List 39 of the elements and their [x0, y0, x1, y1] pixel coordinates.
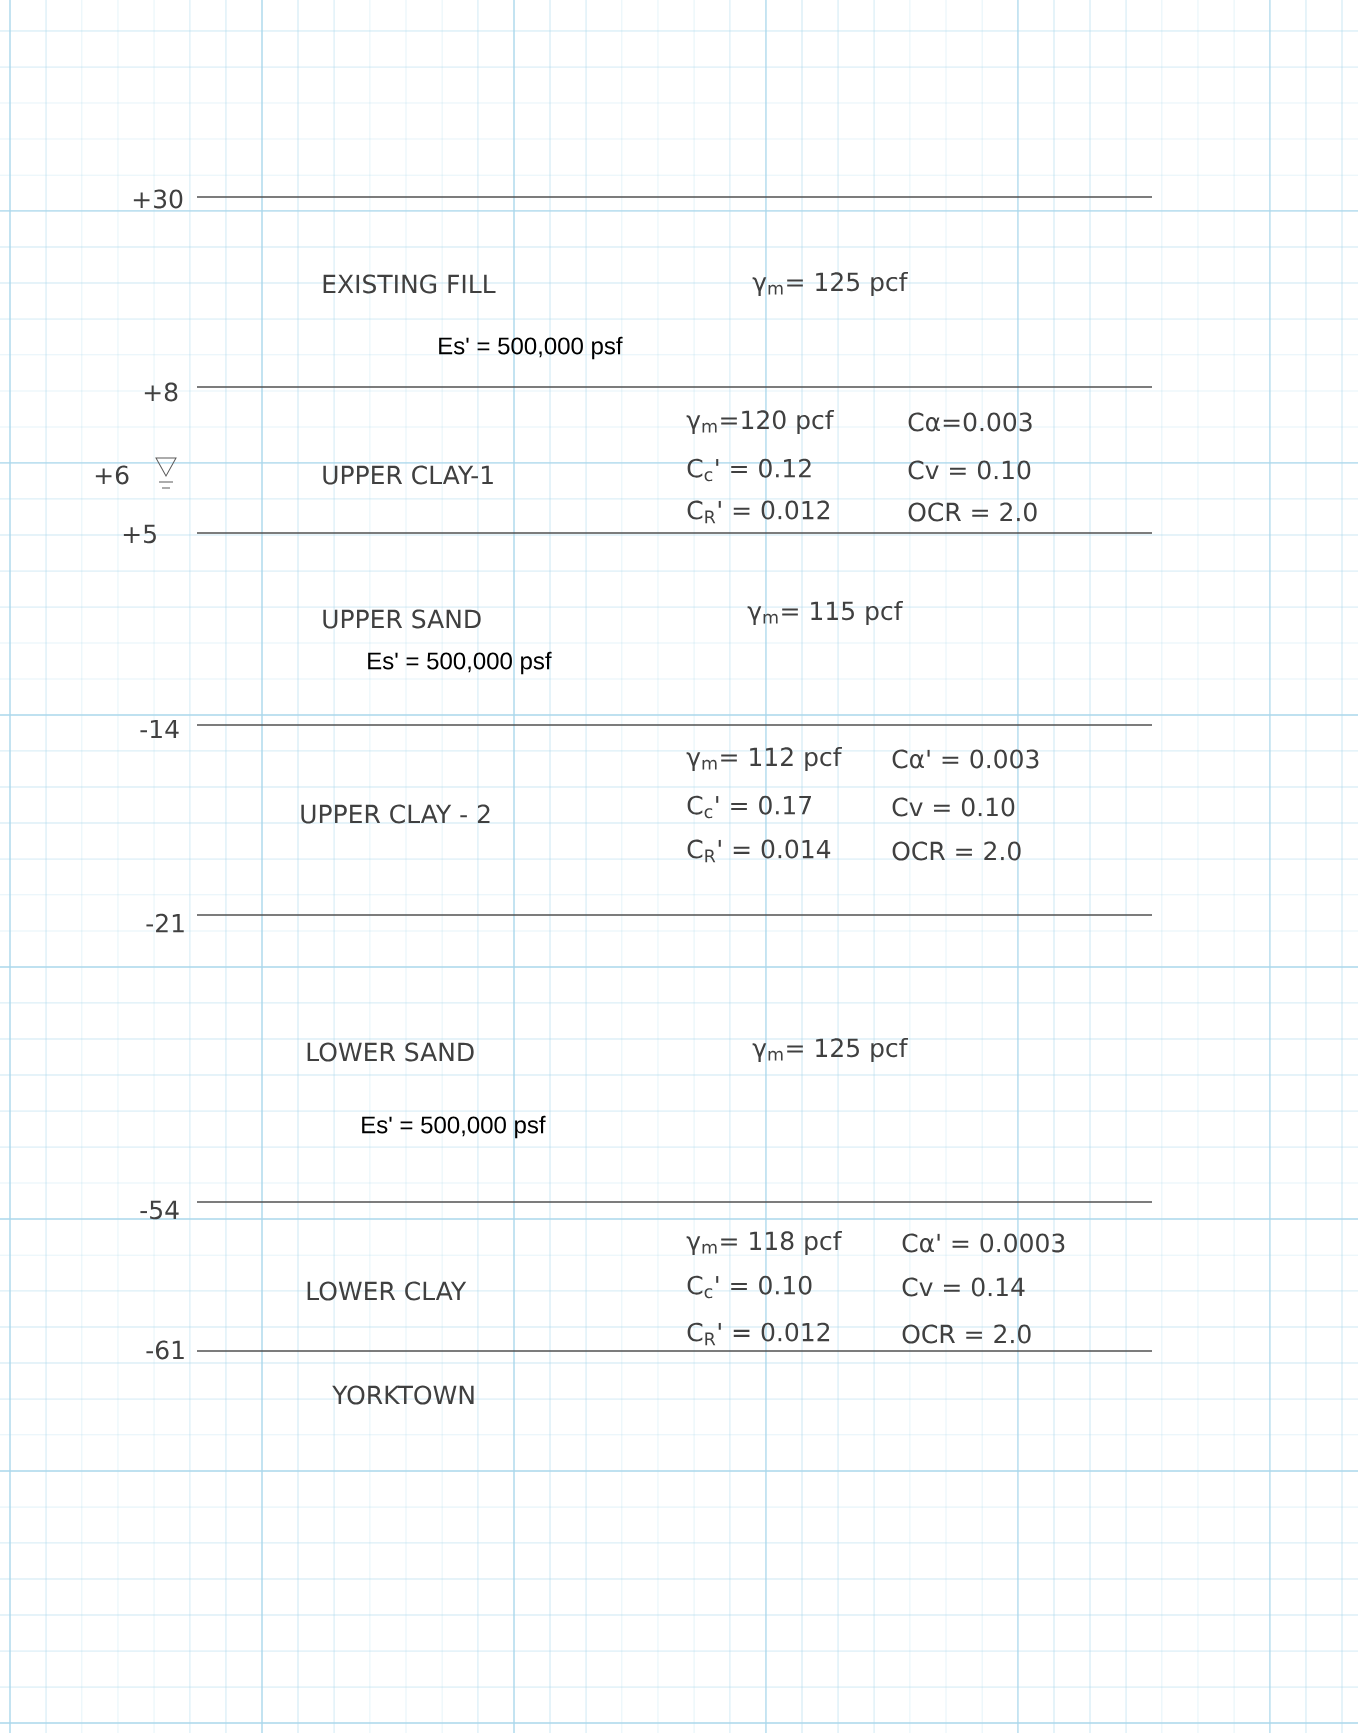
- modulus-label: Es' = 500,000 psf: [368, 651, 552, 675]
- handwritten-label: γ$_{m}$= 118 pcf: [686, 1230, 842, 1256]
- handwritten-label: C$_{R}$' = 0.012: [687, 500, 830, 524]
- handwritten-label: YORKTOWN: [332, 1385, 474, 1405]
- handwritten-label: C$_{c}$' = 0.10: [687, 1275, 812, 1299]
- elevation-label: -14: [140, 719, 179, 739]
- handwritten-label: LOWER CLAY: [307, 1281, 467, 1301]
- handwritten-label: LOWER SAND: [307, 1042, 474, 1062]
- handwritten-label: C$_{R}$' = 0.014: [687, 839, 831, 863]
- handwritten-label: γ$_{m}$=120 pcf: [686, 409, 835, 435]
- handwritten-label: UPPER SAND: [323, 609, 481, 629]
- elevation-label: +8: [144, 382, 178, 402]
- handwritten-label: Cv = 0.10: [908, 460, 1031, 480]
- handwritten-label: OCR = 2.0: [902, 1324, 1031, 1344]
- elevation-label: -54: [140, 1200, 179, 1220]
- handwritten-label: UPPER CLAY-1: [323, 465, 493, 485]
- handwritten-label: Cv = 0.14: [902, 1277, 1025, 1297]
- handwritten-label: C$_{c}$' = 0.17: [687, 795, 811, 819]
- handwritten-label: Cα' = 0.003: [892, 749, 1039, 769]
- handwritten-label: C$_{R}$' = 0.012: [687, 1322, 830, 1346]
- elevation-label: +30: [133, 189, 183, 209]
- handwritten-label: OCR = 2.0: [892, 841, 1021, 861]
- elevation-label: +6: [95, 465, 129, 485]
- handwritten-label: γ$_{m}$= 125 pcf: [752, 271, 908, 297]
- modulus-label: Es' = 500,000 psf: [439, 336, 623, 360]
- elevation-label: -61: [146, 1340, 184, 1360]
- handwritten-label: γ$_{m}$= 112 pcf: [686, 746, 842, 772]
- handwritten-label: γ$_{m}$= 125 pcf: [752, 1037, 908, 1063]
- handwritten-label: OCR = 2.0: [908, 502, 1037, 522]
- handwritten-label: γ$_{m}$= 115 pcf: [747, 600, 903, 626]
- handwritten-label: C$_{c}$' = 0.12: [687, 458, 811, 482]
- elevation-label: +5: [123, 524, 156, 544]
- handwritten-label: Cα=0.003: [908, 412, 1032, 432]
- handwritten-label: Cv = 0.10: [892, 797, 1015, 817]
- handwritten-label: Cα' = 0.0003: [902, 1233, 1065, 1253]
- elevation-label: -21: [146, 913, 184, 933]
- handwritten-label: EXISTING FILL: [323, 274, 496, 294]
- handwritten-label: UPPER CLAY - 2: [301, 804, 490, 824]
- modulus-label: Es' = 500,000 psf: [362, 1115, 546, 1139]
